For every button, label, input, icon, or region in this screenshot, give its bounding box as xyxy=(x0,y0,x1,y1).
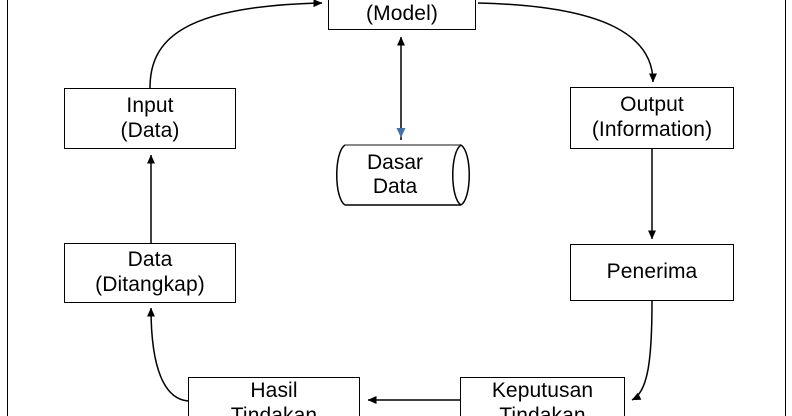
edge-model-to-output xyxy=(477,2,657,83)
node-database-line1: Dasar xyxy=(366,150,424,174)
page-frame-border xyxy=(7,0,786,416)
node-keputusan-tindakan[interactable]: Keputusan Tindakan xyxy=(460,377,625,416)
node-data-line1: Data xyxy=(127,248,173,272)
node-hasil-line2: Tindakan xyxy=(230,403,318,416)
cylinder-shape-icon xyxy=(336,144,470,206)
node-input[interactable]: Input (Data) xyxy=(64,88,236,149)
node-database-label: Dasar Data xyxy=(331,143,481,207)
node-database-line2: Data xyxy=(372,175,418,198)
node-model[interactable]: (Model) xyxy=(328,0,476,30)
edge-penerima-to-keputusan xyxy=(631,300,653,401)
node-output-line2: (Information) xyxy=(591,118,713,141)
node-hasil-line1: Hasil xyxy=(250,379,298,402)
node-database-dasar-data[interactable]: Dasar Data xyxy=(331,143,481,207)
node-input-line1: Input xyxy=(126,93,174,117)
node-penerima-line1: Penerima xyxy=(606,260,698,284)
edge-hasil-to-data xyxy=(147,307,189,402)
node-output[interactable]: Output (Information) xyxy=(570,87,734,149)
node-keputusan-line1: Keputusan xyxy=(491,379,594,402)
node-input-line2: (Data) xyxy=(120,118,180,142)
node-hasil-tindakan[interactable]: Hasil Tindakan xyxy=(188,377,360,416)
node-data-line2: (Ditangkap) xyxy=(95,273,205,296)
edge-input-to-model xyxy=(149,0,323,89)
node-output-line1: Output xyxy=(620,93,684,117)
node-model-line1: (Model) xyxy=(366,2,438,26)
node-data-captured[interactable]: Data (Ditangkap) xyxy=(64,243,236,303)
node-penerima[interactable]: Penerima xyxy=(570,244,734,301)
node-keputusan-line2: Tindakan xyxy=(499,403,586,416)
